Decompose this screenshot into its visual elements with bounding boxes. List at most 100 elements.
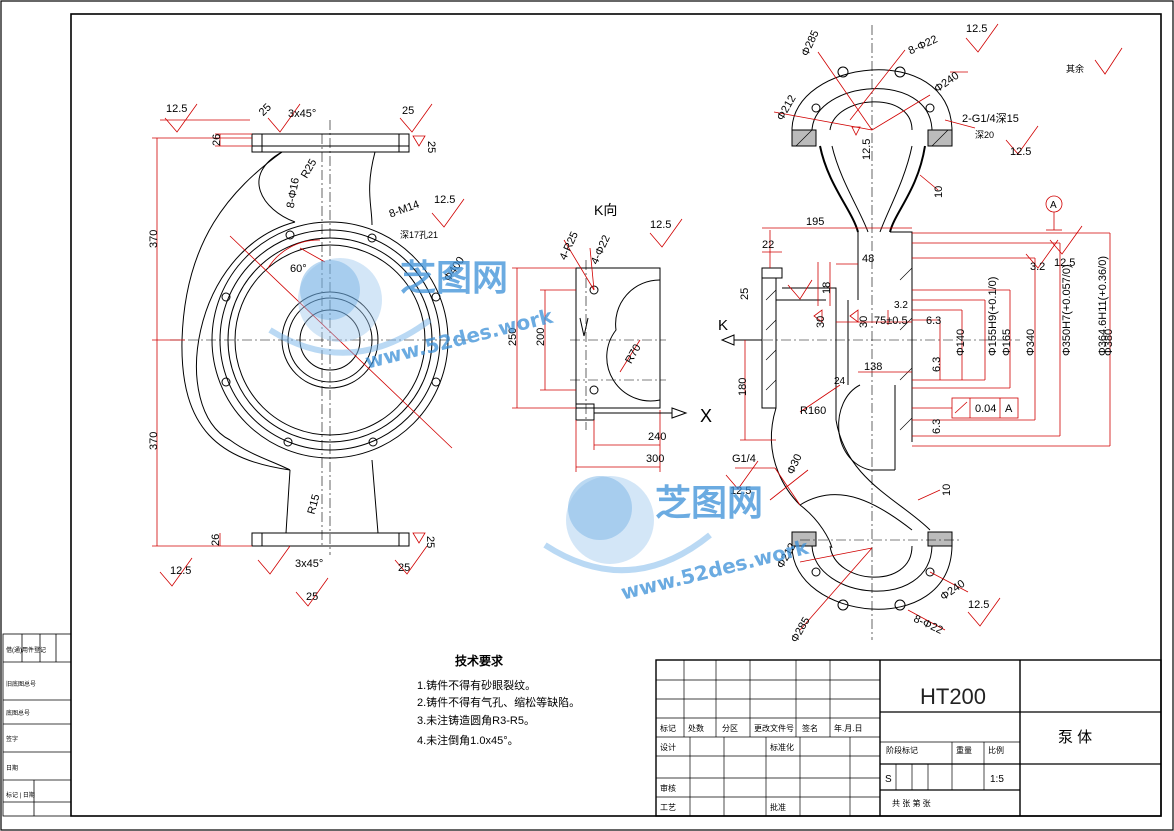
ra-mid: 12.5 bbox=[434, 194, 455, 206]
tech-req-item-4: 4.未注倒角1.0x45°。 bbox=[417, 733, 519, 747]
tb-mark: 标记 bbox=[660, 723, 676, 733]
dim-370-top: 370 bbox=[148, 230, 160, 248]
side-row-4: 日期 bbox=[6, 764, 18, 772]
watermark-brand-2: 芝图网 bbox=[655, 483, 763, 524]
sec-dim-22: 22 bbox=[762, 239, 774, 251]
ra-top-left: 12.5 bbox=[166, 103, 187, 115]
sec-ra-125-right: 12.5 bbox=[1054, 257, 1075, 269]
side-row-5: 标记 | 日期 bbox=[6, 791, 35, 799]
sec-ra-32: 3.2 bbox=[1030, 261, 1045, 273]
dim-25-right-top: 25 bbox=[425, 141, 437, 153]
sec-dim-138: 138 bbox=[864, 361, 882, 373]
tech-req-item-1: 1.铸件不得有砂眼裂纹。 bbox=[417, 678, 536, 692]
sec-phi-240-bottom: Φ240 bbox=[938, 578, 967, 603]
k-dim-250: 250 bbox=[507, 328, 519, 346]
sec-ra-25: 25 bbox=[739, 288, 751, 300]
front-view-centerlines bbox=[170, 120, 470, 555]
tb-design: 设计 bbox=[660, 742, 676, 752]
tech-req-title: 技术要求 bbox=[455, 653, 504, 668]
k-ra: 12.5 bbox=[650, 219, 671, 231]
k-view-arrow bbox=[594, 407, 688, 419]
ra-bottom-25b: 25 bbox=[398, 562, 410, 574]
front-view-dims bbox=[152, 103, 465, 607]
ra-top-25a: 25 bbox=[257, 101, 274, 118]
sec-phi-340: Φ340 bbox=[1025, 329, 1037, 356]
sec-phi-350: Φ350H7(+0.057/0) bbox=[1061, 264, 1073, 356]
sec-ra-6-3-b: 6.3 bbox=[931, 357, 943, 372]
k-view bbox=[575, 267, 661, 421]
tb-date: 年.月.日 bbox=[834, 723, 862, 733]
tb-zone: 分区 bbox=[722, 724, 738, 733]
dim-25-right-bottom: 25 bbox=[424, 536, 436, 548]
sec-dim-30-a: 30 bbox=[815, 316, 827, 328]
sec-dim-10-bottom: 10 bbox=[941, 484, 953, 496]
tb-approve: 批准 bbox=[770, 802, 786, 812]
sec-phi-364: Φ364.6H11(+0.36/0) bbox=[1097, 256, 1109, 356]
sec-ra-3-2b: 3.2 bbox=[894, 300, 908, 311]
k-dim-240: 240 bbox=[648, 431, 666, 443]
dim-26-top: 26 bbox=[211, 134, 223, 146]
watermark-url-1: www.52des.work bbox=[363, 304, 556, 374]
k-view-labels: K向 4-R25 4-Φ22 12.5 250 200 R70 240 300 … bbox=[507, 202, 728, 465]
angle-60: 60° bbox=[290, 263, 307, 275]
sec-holes-8-phi22-bottom: 8-Φ22 bbox=[912, 613, 945, 637]
holes-8-phi16: 8-Φ16 bbox=[285, 177, 302, 209]
watermark-1: 芝图网 www.52des.work bbox=[268, 258, 556, 374]
sec-ra-bottom-right: 12.5 bbox=[968, 599, 989, 611]
k-view-centerlines bbox=[570, 260, 666, 430]
sec-phi-240-top: Φ240 bbox=[932, 70, 961, 95]
sec-phi-285-bottom: Φ285 bbox=[789, 615, 813, 645]
sec-dim-48: 48 bbox=[862, 253, 874, 265]
k-dim-300: 300 bbox=[646, 453, 664, 465]
rough-other-label: 其余 bbox=[1066, 63, 1084, 74]
k-view-dims bbox=[512, 218, 683, 472]
watermark-2: 芝图网 www.52des.work bbox=[543, 476, 811, 605]
tb-change-doc: 更改文件号 bbox=[754, 723, 794, 733]
sec-phi-212-top: Φ212 bbox=[775, 93, 799, 123]
datum-a: A bbox=[1050, 200, 1057, 211]
k-dim-200: 200 bbox=[535, 328, 547, 346]
side-table bbox=[2, 633, 72, 817]
inner-border bbox=[70, 13, 1162, 817]
sec-dim-195: 195 bbox=[806, 216, 824, 228]
title-block bbox=[655, 659, 1162, 817]
sec-dim-75: 75±0.5 bbox=[874, 315, 908, 327]
sec-deep20: 深20 bbox=[975, 130, 994, 140]
sec-phi-155: Φ155H9(+0.1/0) bbox=[987, 277, 999, 356]
sec-phi-140: Φ140 bbox=[955, 329, 967, 356]
sec-ra-bottom-mid: 12.5 bbox=[730, 485, 751, 497]
k-r25: 4-R25 bbox=[557, 230, 581, 262]
watermark-brand-1: 芝图网 bbox=[400, 258, 508, 299]
scale-value: 1:5 bbox=[990, 774, 1004, 785]
holes-8m14: 8-M14 bbox=[388, 199, 421, 221]
sheet-info: 共 张 第 张 bbox=[892, 798, 931, 808]
chamfer-bottom: 3x45° bbox=[295, 558, 323, 570]
k-arrow-indicator bbox=[720, 334, 762, 346]
tb-check: 审核 bbox=[660, 783, 676, 793]
tb-standard: 标准化 bbox=[770, 742, 794, 752]
tech-req-item-3: 3.未注铸造圆角R3-R5。 bbox=[417, 713, 535, 727]
sec-dim-24: 24 bbox=[834, 376, 846, 387]
sec-ra-12-5-v: 12.5 bbox=[861, 139, 873, 160]
sec-dim-10-top: 10 bbox=[933, 186, 945, 198]
title-block-text: HT200 泵 体 1:5 比例 阶段标记 重量 S 共 张 第 张 标记 处数… bbox=[660, 684, 1092, 812]
chamfer-top: 3x45° bbox=[288, 108, 316, 120]
sec-ra-top: 12.5 bbox=[966, 23, 987, 35]
sec-dim-18: 18 bbox=[821, 282, 833, 294]
sec-dim-30-b: 30 bbox=[858, 316, 870, 328]
tb-count: 处数 bbox=[688, 723, 704, 733]
ra-bottom-25a: 25 bbox=[306, 591, 318, 603]
ra-bottom-left: 12.5 bbox=[170, 565, 191, 577]
sec-g14-holes: 2-G1/4深15 bbox=[962, 112, 1019, 125]
side-row-3: 签字 bbox=[6, 735, 18, 743]
r25-label: R25 bbox=[299, 157, 319, 180]
stage-s: S bbox=[885, 774, 892, 785]
side-row-1: 旧底图总号 bbox=[6, 680, 36, 688]
sec-dim-180: 180 bbox=[737, 378, 749, 396]
tech-requirements: 技术要求 1.铸件不得有砂眼裂纹。 2.铸件不得有气孔、缩松等缺陷。 3.未注铸… bbox=[417, 653, 580, 747]
depth-17-21: 深17孔21 bbox=[400, 230, 438, 240]
sec-ra-63-a: 6.3 bbox=[926, 315, 941, 327]
part-name: 泵 体 bbox=[1058, 729, 1092, 746]
scale-label: 比例 bbox=[988, 745, 1004, 755]
